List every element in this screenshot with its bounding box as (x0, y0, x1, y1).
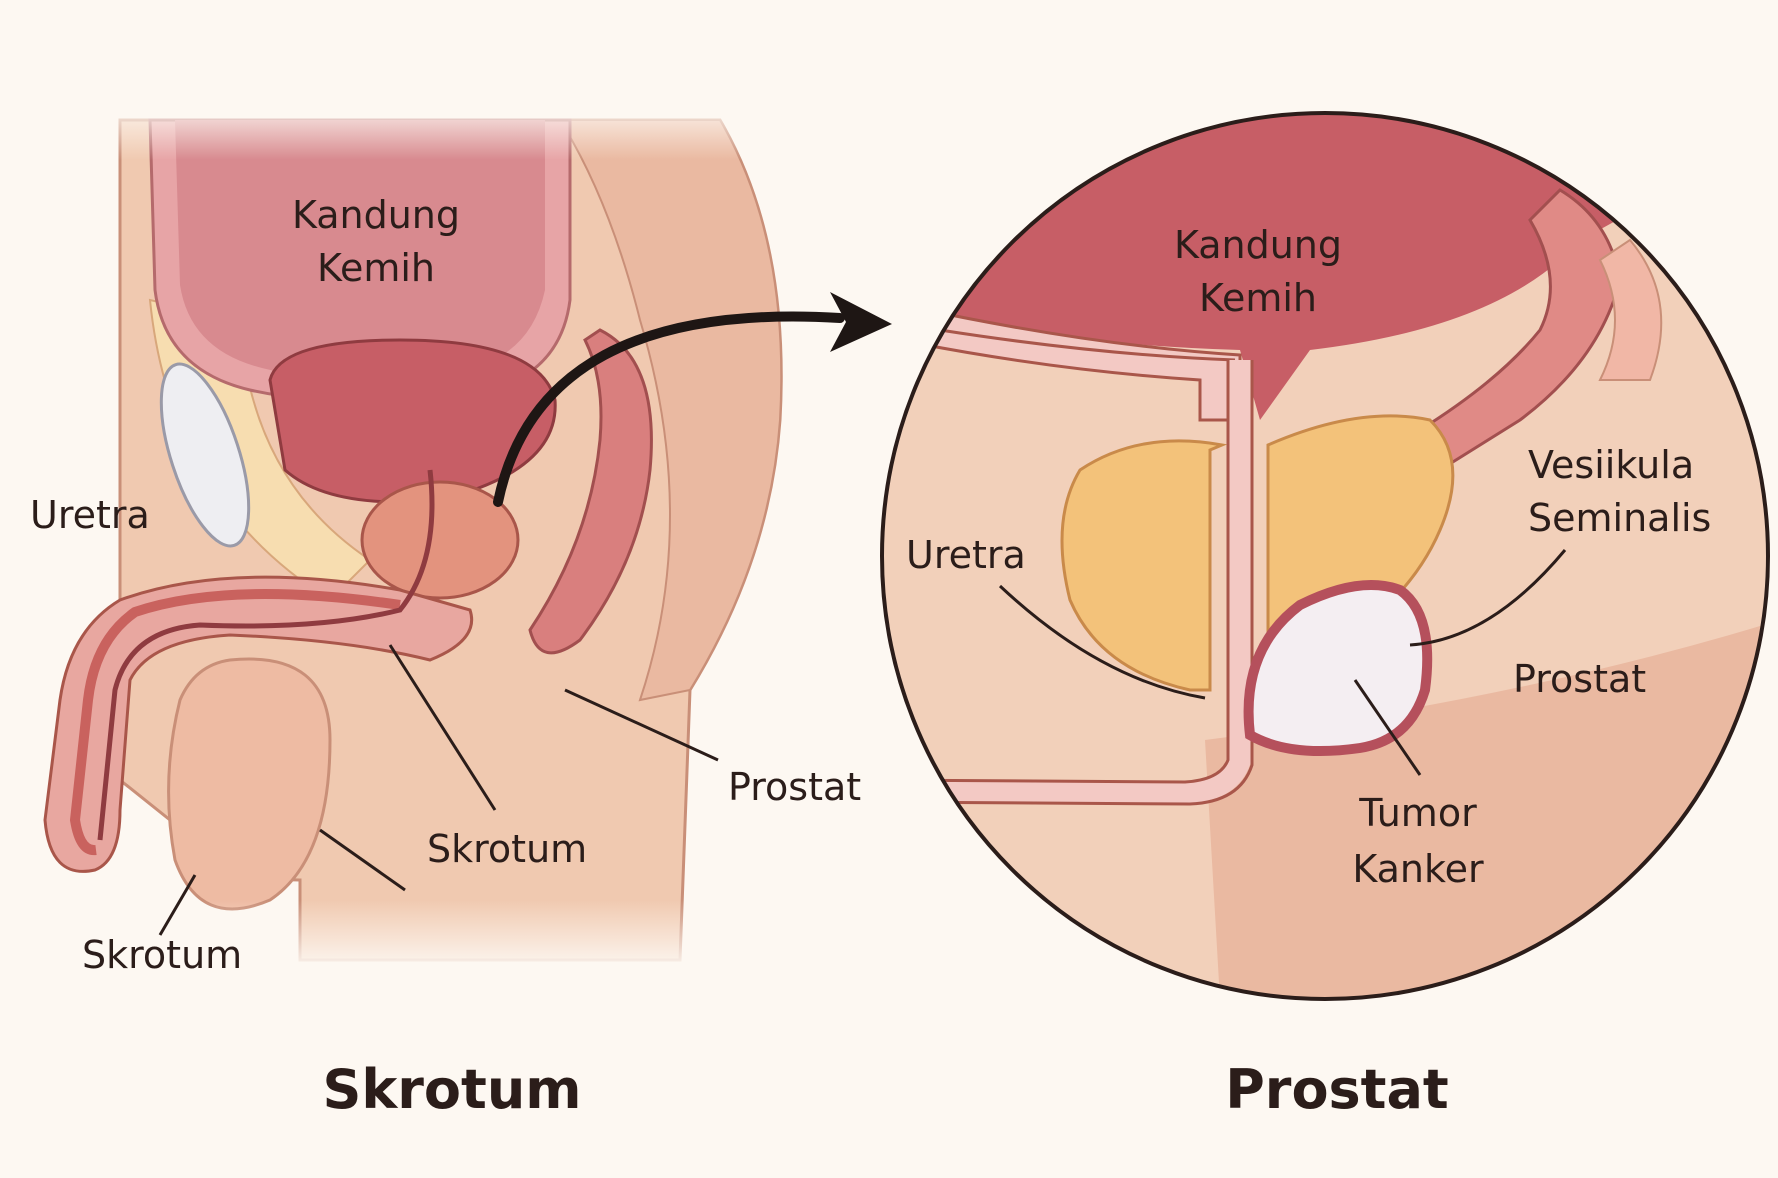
pubic-bone (159, 362, 251, 548)
right-vesicle-label-line2: Seminalis (1528, 496, 1711, 540)
right-bladder-wall-upper (939, 328, 1236, 362)
left-prostate (360, 480, 520, 600)
left-bladder-lobe (268, 338, 557, 504)
right-prostate-label: Prostat (1513, 657, 1646, 701)
left-bladder-inner (175, 120, 545, 380)
left-prostate-label: Prostat (728, 765, 861, 809)
magnified-view (880, 111, 1770, 1001)
left-scrotum-label-inner: Skrotum (427, 827, 587, 871)
left-urethra-label: Uretra (30, 493, 150, 537)
right-tumor-label-line1: Tumor (1358, 791, 1477, 835)
right-bladder-label-line1: Kandung (1174, 223, 1342, 267)
curved-arrow-icon (493, 292, 892, 507)
left-bladder-label-line1: Kandung (292, 193, 460, 237)
right-urethra (882, 360, 1251, 804)
back-tissue (558, 119, 783, 702)
left-urethra-channel (97, 469, 435, 841)
right-labels: Kandung Kemih Uretra Vesiikula Seminalis… (906, 223, 1711, 1121)
right-leader-lines (998, 549, 1567, 776)
penis-inner (69, 589, 401, 856)
tumor (1243, 580, 1433, 756)
right-urethra-edge-b (882, 360, 1254, 806)
left-caption: Skrotum (322, 1058, 581, 1121)
left-leader-lines (158, 644, 719, 936)
left-labels: Kandung Kemih Uretra Prostat Skrotum Skr… (30, 193, 861, 1121)
right-urethra-edge-a (882, 360, 1230, 784)
left-scrotum-label-outer: Skrotum (82, 933, 242, 977)
right-bladder-label-line2: Kemih (1199, 276, 1317, 320)
seminal-vesicle-outer (1598, 238, 1663, 381)
penis (43, 575, 473, 873)
right-prostate-left-lobe (1060, 439, 1228, 692)
left-bladder-label-line2: Kemih (317, 246, 435, 290)
right-caption: Prostat (1225, 1058, 1449, 1121)
right-tumor-label-line2: Kanker (1352, 847, 1484, 891)
right-urethra-label: Uretra (906, 533, 1026, 577)
left-sagittal-section (43, 100, 820, 970)
right-vesicle-label-line1: Vesiikula (1528, 443, 1694, 487)
rectum (528, 328, 653, 655)
